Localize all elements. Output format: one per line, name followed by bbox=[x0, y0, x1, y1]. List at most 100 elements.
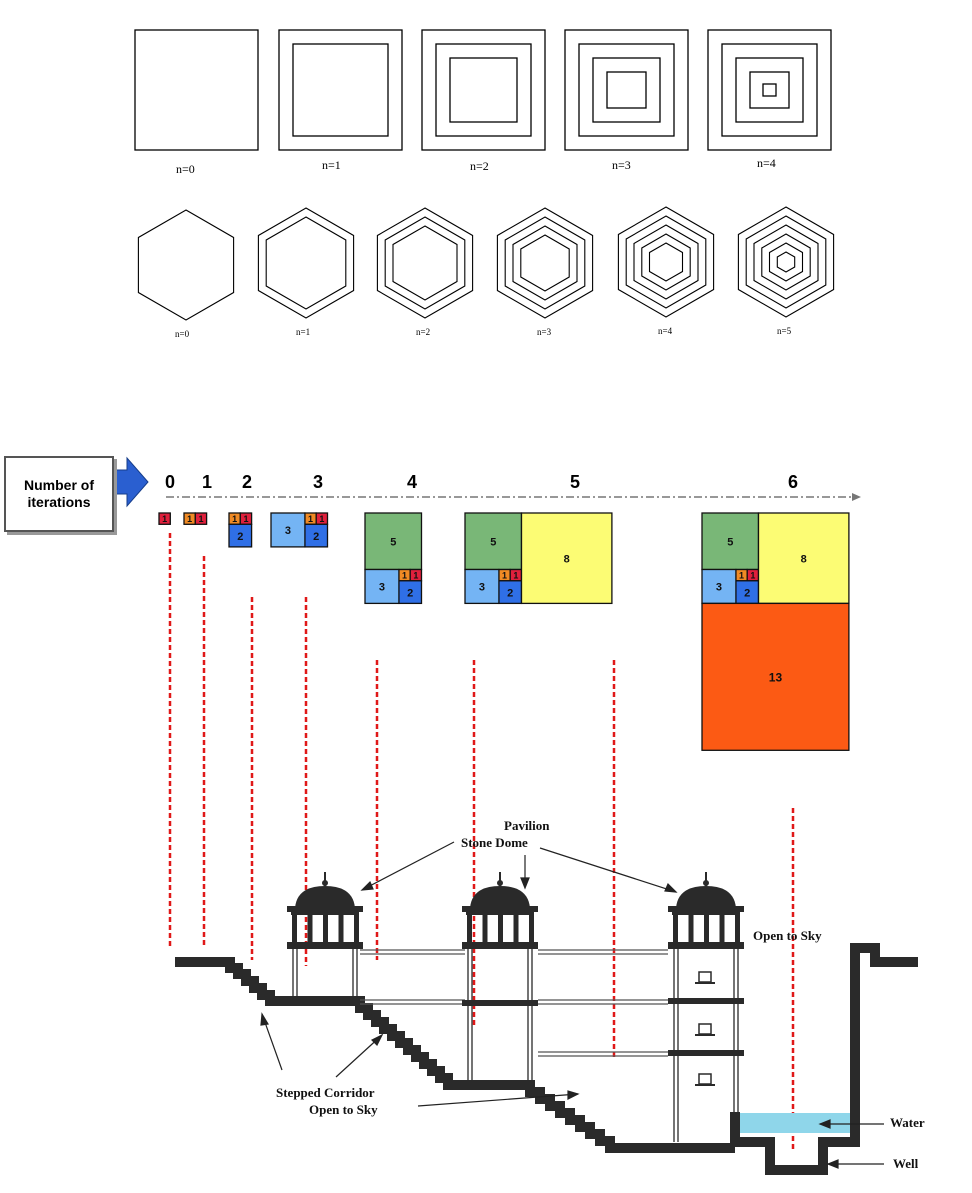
square-3-label: 3 bbox=[285, 525, 291, 537]
square-1b-label: 1 bbox=[413, 571, 418, 581]
corridor-beams bbox=[360, 949, 668, 1057]
iteration-numbers: 0 1 2 3 4 5 6 bbox=[165, 472, 798, 492]
square-5 bbox=[701, 512, 760, 571]
square-8 bbox=[757, 512, 850, 605]
annotation-arrows bbox=[260, 841, 884, 1169]
square-5-label: 5 bbox=[490, 536, 496, 548]
iteration-number-1: 1 bbox=[202, 472, 212, 492]
iteration-number-4: 4 bbox=[407, 472, 417, 492]
square-label-n2: n=2 bbox=[470, 159, 489, 173]
number-of-iterations-label: Number of iterations bbox=[24, 477, 94, 510]
iteration-number-5: 5 bbox=[570, 472, 580, 492]
square-3 bbox=[364, 568, 400, 605]
square-labels: n=0 n=1 n=2 n=3 n=4 bbox=[176, 156, 776, 176]
square-label-n3: n=3 bbox=[612, 158, 631, 172]
square-1a-label: 1 bbox=[308, 514, 313, 524]
square-3 bbox=[701, 568, 737, 605]
square-2 bbox=[228, 523, 253, 548]
pavilion-2 bbox=[668, 872, 744, 1142]
hexagon-n1 bbox=[257, 207, 355, 319]
square-5-label: 5 bbox=[390, 536, 396, 548]
label-corridor-open-to-sky: Open to Sky bbox=[309, 1102, 378, 1117]
square-1a-label: 1 bbox=[739, 571, 744, 581]
hexagon-n4 bbox=[617, 206, 715, 318]
hexagon-n3 bbox=[496, 207, 594, 319]
square-2-label: 2 bbox=[237, 531, 243, 543]
square-8-label: 8 bbox=[801, 553, 807, 565]
iteration-number-2: 2 bbox=[242, 472, 252, 492]
square-5-label: 5 bbox=[727, 536, 733, 548]
square-2-label: 2 bbox=[313, 531, 319, 543]
iteration-number-6: 6 bbox=[788, 472, 798, 492]
square-label-n4: n=4 bbox=[757, 156, 776, 170]
square-1b-label: 1 bbox=[319, 514, 324, 524]
label-pavilion: Pavilion bbox=[504, 818, 550, 833]
hexagon-label-n1: n=1 bbox=[296, 327, 310, 337]
pavilion-windows bbox=[695, 971, 715, 1086]
square-1a-label: 1 bbox=[502, 571, 507, 581]
square-1a bbox=[158, 512, 171, 525]
hexagon-n5 bbox=[737, 206, 835, 318]
stepwell-labels: Pavilion Stone Dome Open to Sky Stepped … bbox=[276, 818, 925, 1171]
square-13 bbox=[701, 602, 850, 751]
square-n3 bbox=[564, 29, 689, 151]
pavilions bbox=[287, 872, 744, 1142]
number-of-iterations-box: Number of iterations bbox=[4, 456, 114, 532]
stepwell-wall bbox=[175, 957, 735, 1153]
square-8 bbox=[520, 512, 613, 605]
square-n2 bbox=[421, 29, 546, 151]
square-3 bbox=[464, 568, 500, 605]
square-3 bbox=[270, 512, 306, 548]
hexagon-iterations bbox=[137, 206, 835, 321]
hexagon-n2 bbox=[376, 207, 474, 319]
water-area bbox=[733, 1113, 850, 1133]
square-3-label: 3 bbox=[716, 582, 722, 594]
hexagon-n0 bbox=[137, 209, 235, 321]
square-label-n0: n=0 bbox=[176, 162, 195, 176]
square-iterations bbox=[134, 29, 832, 151]
square-label-n1: n=1 bbox=[322, 158, 341, 172]
square-1b-label: 1 bbox=[198, 514, 203, 524]
hexagon-label-n0: n=0 bbox=[175, 329, 190, 339]
square-1b-label: 1 bbox=[750, 571, 755, 581]
label-water: Water bbox=[890, 1115, 925, 1130]
square-2-label: 2 bbox=[744, 587, 750, 599]
square-n4 bbox=[707, 29, 832, 151]
fibonacci-tiling-0: 1 bbox=[158, 512, 171, 525]
timeline-arrowhead bbox=[852, 493, 861, 501]
square-1a-label: 1 bbox=[187, 514, 192, 524]
well-shaft bbox=[730, 943, 918, 1175]
hexagon-label-n5: n=5 bbox=[777, 326, 792, 336]
square-1b-label: 1 bbox=[243, 514, 248, 524]
label-stepped-corridor: Stepped Corridor bbox=[276, 1085, 375, 1100]
square-3-label: 3 bbox=[479, 582, 485, 594]
square-n0 bbox=[134, 29, 259, 151]
hexagon-label-n3: n=3 bbox=[537, 327, 552, 337]
square-n1 bbox=[278, 29, 403, 151]
square-13-label: 13 bbox=[769, 670, 783, 684]
hexagon-label-n4: n=4 bbox=[658, 326, 673, 336]
label-open-to-sky-top: Open to Sky bbox=[753, 928, 822, 943]
square-2-label: 2 bbox=[507, 587, 513, 599]
square-1a-label: 1 bbox=[162, 514, 167, 524]
pavilion-0 bbox=[287, 872, 363, 998]
square-3-label: 3 bbox=[379, 582, 385, 594]
square-1a-label: 1 bbox=[232, 514, 237, 524]
iteration-number-3: 3 bbox=[313, 472, 323, 492]
square-8-label: 8 bbox=[564, 553, 570, 565]
stepwell-section: Pavilion Stone Dome Open to Sky Stepped … bbox=[175, 818, 925, 1175]
square-5 bbox=[364, 512, 423, 571]
pavilion-1 bbox=[462, 872, 538, 1082]
label-stone-dome: Stone Dome bbox=[461, 835, 528, 850]
square-2-label: 2 bbox=[407, 587, 413, 599]
label-well: Well bbox=[893, 1156, 919, 1171]
